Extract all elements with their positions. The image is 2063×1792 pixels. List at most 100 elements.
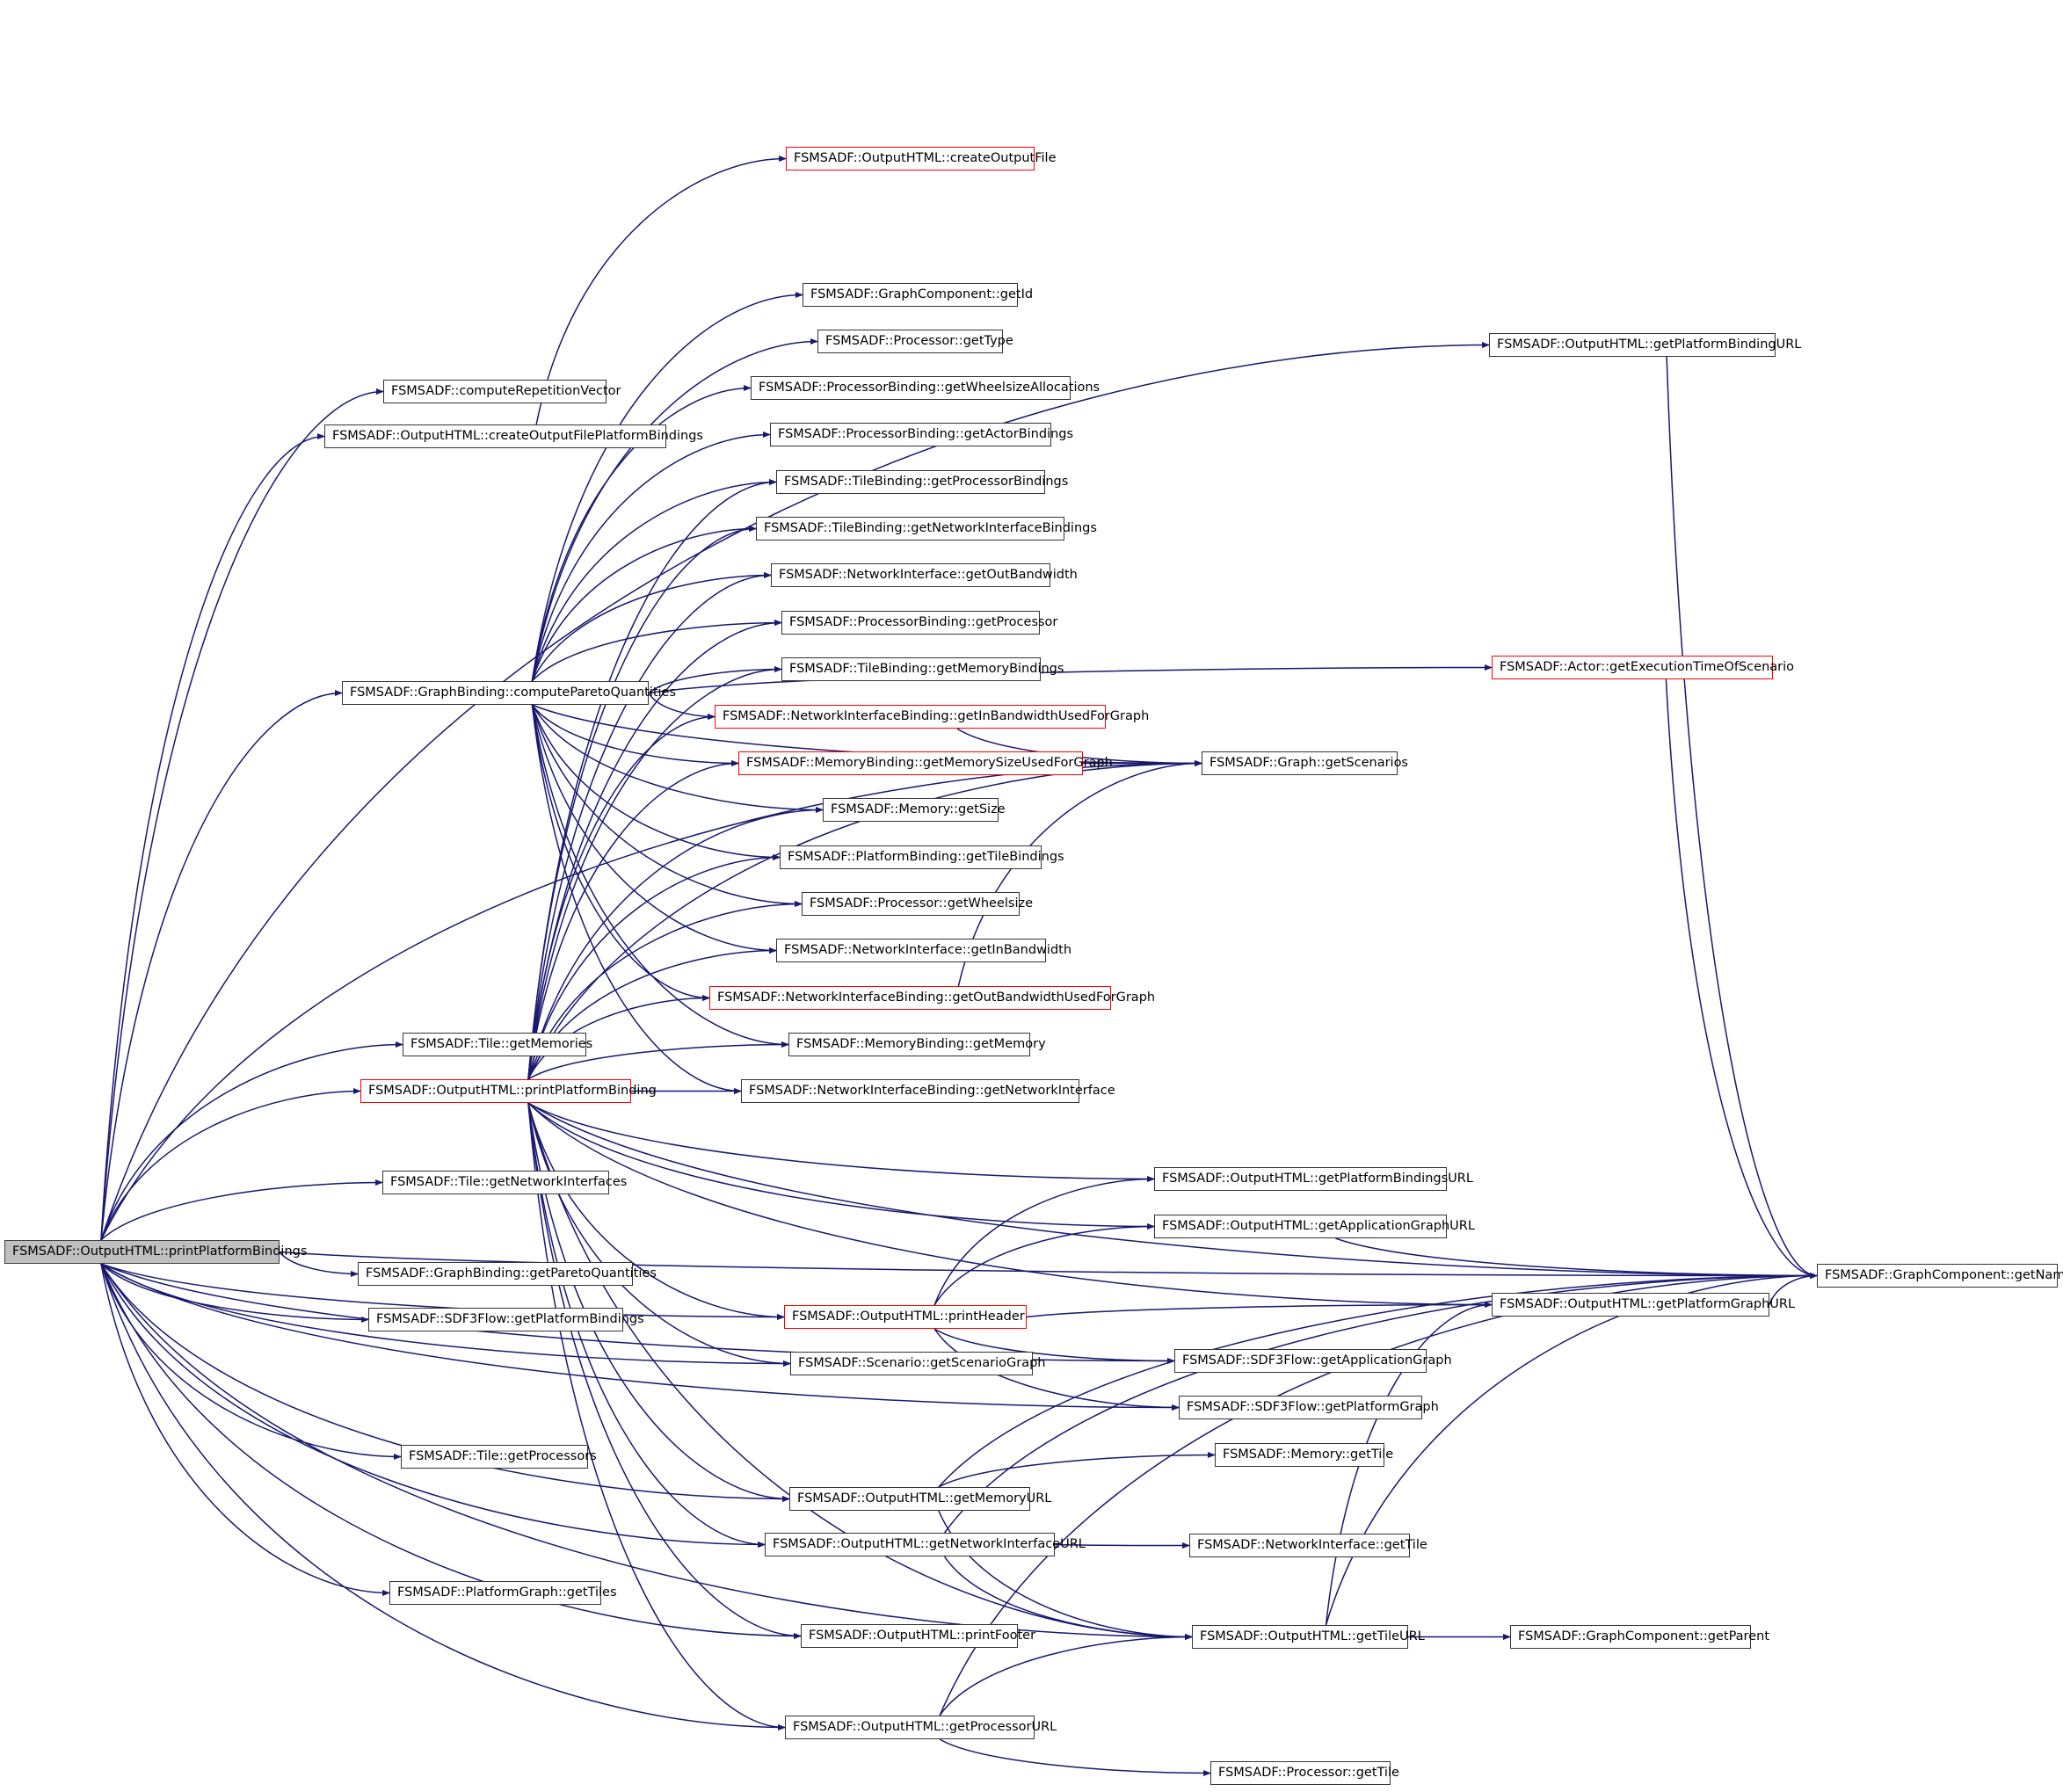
edge-getProcessorURL-to-procGetTile	[939, 1738, 1211, 1777]
node-get-scenarios[interactable]: FSMSADF::Graph::getScenarios	[1202, 751, 1408, 775]
node-compute-pareto-quantities[interactable]: FSMSADF::GraphBinding::computeParetoQuan…	[342, 681, 676, 705]
edge-getApplicationGraphURL-to-getName	[1335, 1237, 1818, 1280]
node-get-size[interactable]: FSMSADF::Memory::getSize	[823, 798, 1006, 822]
edge-getNetworkInterfaceURL-to-getName	[943, 1272, 1818, 1534]
edge-root-to-getMemories	[100, 1041, 403, 1241]
node-get-name[interactable]: FSMSADF::GraphComponent::getName	[1817, 1264, 2063, 1288]
edge-root-to-computeParetoQuantities	[100, 689, 343, 1241]
node-get-platform-bindings-url[interactable]: FSMSADF::OutputHTML::getPlatformBindings…	[1154, 1167, 1473, 1191]
node-get-memory-size-used-for-graph[interactable]: FSMSADF::MemoryBinding::getMemorySizeUse…	[738, 751, 1113, 775]
edge-printPlatformBinding-to-getPlatformGraphURL	[527, 1102, 1493, 1309]
node-get-tile-bindings[interactable]: FSMSADF::PlatformBinding::getTileBinding…	[780, 845, 1064, 869]
node-get-processor-url[interactable]: FSMSADF::OutputHTML::getProcessorURL	[785, 1716, 1057, 1739]
node-get-execution-time-of-scenario[interactable]: FSMSADF::Actor::getExecutionTimeOfScenar…	[1492, 656, 1794, 679]
node-get-platform-graph-url[interactable]: FSMSADF::OutputHTML::getPlatformGraphURL	[1492, 1293, 1795, 1317]
node-get-memory-bindings[interactable]: FSMSADF::TileBinding::getMemoryBindings	[781, 657, 1064, 681]
node-get-network-interface-url[interactable]: FSMSADF::OutputHTML::getNetworkInterface…	[765, 1533, 1086, 1556]
edge-printPlatformBinding-to-printHeader	[527, 1102, 785, 1321]
edge-printPlatformBinding-to-getInBandwidthUsedForGraph	[527, 713, 716, 1080]
edge-getProcessorURL-to-getName	[939, 1272, 1818, 1716]
node-create-output-file[interactable]: FSMSADF::OutputHTML::createOutputFile	[786, 147, 1057, 170]
node-get-in-bandwidth-used-for-graph[interactable]: FSMSADF::NetworkInterfaceBinding::getInB…	[715, 705, 1149, 729]
node-get-processor-bindings[interactable]: FSMSADF::TileBinding::getProcessorBindin…	[776, 470, 1068, 494]
edge-getMemoryURL-to-memGetTile	[938, 1451, 1216, 1488]
node-get-wheelsize-allocations[interactable]: FSMSADF::ProcessorBinding::getWheelsizeA…	[751, 376, 1100, 400]
node-get-actor-bindings[interactable]: FSMSADF::ProcessorBinding::getActorBindi…	[770, 423, 1073, 446]
edge-printPlatformBinding-to-getMemoryBindings	[527, 665, 782, 1080]
node-get-parent[interactable]: FSMSADF::GraphComponent::getParent	[1510, 1625, 1769, 1649]
edge-root-to-printHeader	[100, 1263, 785, 1321]
edge-computeParetoQuantities-to-getOutBandwidthUsedForGraph	[531, 704, 710, 1002]
edge-computeParetoQuantities-to-getScenarios	[532, 704, 1202, 767]
edge-printHeader-to-getApplicationGraph	[933, 1328, 1175, 1365]
edge-getNetworkInterfaceURL-to-getTileURL	[943, 1556, 1193, 1641]
edge-root-to-printPlatformBinding	[100, 1087, 361, 1241]
node-get-tiles[interactable]: FSMSADF::PlatformGraph::getTiles	[389, 1581, 617, 1605]
edge-computeParetoQuantities-to-getWheelsizeAllocations	[531, 384, 752, 682]
edge-getTileURL-to-getName	[1325, 1272, 1818, 1626]
node-compute-repetition-vector[interactable]: FSMSADF::computeRepetitionVector	[383, 380, 621, 403]
edge-root-to-getPlatformGraph	[100, 1263, 1180, 1411]
node-get-processor[interactable]: FSMSADF::ProcessorBinding::getProcessor	[781, 611, 1057, 635]
node-processor-get-tile[interactable]: FSMSADF::Processor::getTile	[1210, 1761, 1399, 1785]
node-get-platform-binding-url[interactable]: FSMSADF::OutputHTML::getPlatformBindingU…	[1489, 333, 1801, 357]
node-get-memory[interactable]: FSMSADF::MemoryBinding::getMemory	[788, 1033, 1046, 1056]
node-get-id[interactable]: FSMSADF::GraphComponent::getId	[803, 283, 1033, 307]
node-get-application-graph-url[interactable]: FSMSADF::OutputHTML::getApplicationGraph…	[1154, 1215, 1475, 1238]
node-create-output-file-platform-bindings[interactable]: FSMSADF::OutputHTML::createOutputFilePla…	[324, 424, 703, 448]
node-get-memory-url[interactable]: FSMSADF::OutputHTML::getMemoryURL	[789, 1487, 1051, 1511]
node-get-network-interfaces[interactable]: FSMSADF::Tile::getNetworkInterfaces	[382, 1171, 627, 1194]
node-memory-get-tile[interactable]: FSMSADF::Memory::getTile	[1215, 1443, 1393, 1467]
node-get-platform-bindings[interactable]: FSMSADF::SDF3Flow::getPlatformBindings	[368, 1308, 644, 1331]
edge-computeParetoQuantities-to-getActorBindings	[531, 431, 771, 682]
edge-printPlatformBinding-to-getNetworkInterfaceBindings	[527, 525, 757, 1080]
edge-getPlatformBindingURL-to-getName	[1666, 356, 1818, 1280]
edge-computeParetoQuantities-to-getNetworkInterface	[531, 704, 742, 1095]
edge-printPlatformBinding-to-getTileBindings	[527, 853, 781, 1080]
node-get-wheelsize[interactable]: FSMSADF::Processor::getWheelsize	[802, 892, 1033, 916]
edge-root-to-getMemoryURL	[100, 1263, 790, 1503]
node-print-footer[interactable]: FSMSADF::OutputHTML::printFooter	[801, 1624, 1035, 1648]
edge-computeParetoQuantities-to-getProcessor	[531, 619, 782, 682]
node-get-memories[interactable]: FSMSADF::Tile::getMemories	[403, 1033, 592, 1056]
node-get-scenario-graph[interactable]: FSMSADF::Scenario::getScenarioGraph	[790, 1352, 1045, 1375]
edge-computeParetoQuantities-to-getTileBindings	[531, 704, 781, 861]
edge-root-to-getParetoQuantities	[279, 1251, 359, 1278]
edge-root-to-getName	[279, 1251, 1818, 1280]
edge-computeParetoQuantities-to-getId	[531, 291, 803, 682]
edge-printPlatformBinding-to-printFooter	[527, 1102, 802, 1640]
node-print-header[interactable]: FSMSADF::OutputHTML::printHeader	[784, 1305, 1027, 1329]
node-get-in-bandwidth[interactable]: FSMSADF::NetworkInterface::getInBandwidt…	[776, 939, 1071, 962]
edge-createOutputFilePlatformBindings-to-createOutputFile	[535, 155, 787, 425]
node-get-network-interface-bindings[interactable]: FSMSADF::TileBinding::getNetworkInterfac…	[756, 517, 1097, 541]
edge-root-to-getNetworkInterfaces	[100, 1179, 383, 1241]
edge-printPlatformBinding-to-getMemory	[527, 1041, 789, 1080]
edge-getProcessorURL-to-getTileURL	[939, 1633, 1193, 1716]
edge-getMemoryURL-to-getTileURL	[938, 1510, 1193, 1641]
edge-root-to-getPlatformBindings	[100, 1263, 369, 1324]
edge-root-to-createOutputFilePlatformBindings	[100, 432, 325, 1241]
node-get-network-interface[interactable]: FSMSADF::NetworkInterfaceBinding::getNet…	[741, 1079, 1115, 1103]
edge-root-to-getPlatformBindingURL	[100, 341, 1490, 1241]
node-get-application-graph[interactable]: FSMSADF::SDF3Flow::getApplicationGraph	[1174, 1349, 1452, 1373]
edge-printPlatformBinding-to-getSize	[527, 806, 824, 1080]
edge-computeParetoQuantities-to-getInBandwidth	[531, 704, 777, 954]
node-get-tile-url[interactable]: FSMSADF::OutputHTML::getTileURL	[1192, 1625, 1425, 1649]
edge-printPlatformBinding-to-getPlatformBindingsURL	[527, 1102, 1155, 1183]
node-network-interface-get-tile[interactable]: FSMSADF::NetworkInterface::getTile	[1189, 1534, 1427, 1557]
node-get-pareto-quantities[interactable]: FSMSADF::GraphBinding::getParetoQuantiti…	[358, 1262, 657, 1286]
node-get-out-bandwidth[interactable]: FSMSADF::NetworkInterface::getOutBandwid…	[771, 563, 1078, 587]
edge-printPlatformBinding-to-getScenarios	[527, 759, 1202, 1080]
node-print-platform-binding[interactable]: FSMSADF::OutputHTML::printPlatformBindin…	[360, 1079, 657, 1103]
node-get-type[interactable]: FSMSADF::Processor::getType	[817, 330, 1013, 353]
edge-computeParetoQuantities-to-getMemory	[531, 704, 789, 1048]
node-get-out-bandwidth-used-for-graph[interactable]: FSMSADF::NetworkInterfaceBinding::getOut…	[709, 986, 1155, 1010]
edge-printPlatformBinding-to-getMemorySizeUsedForGraph	[527, 759, 739, 1080]
node-get-platform-graph[interactable]: FSMSADF::SDF3Flow::getPlatformGraph	[1179, 1396, 1439, 1419]
edge-computeParetoQuantities-to-getSize	[531, 704, 824, 814]
node-get-processors[interactable]: FSMSADF::Tile::getProcessors	[401, 1445, 597, 1469]
edge-getExecutionTimeOfScenario-to-getName	[1665, 678, 1818, 1280]
edge-printPlatformBinding-to-getOutBandwidthUsedForGraph	[527, 994, 710, 1080]
edge-root-to-printFooter	[100, 1263, 802, 1640]
